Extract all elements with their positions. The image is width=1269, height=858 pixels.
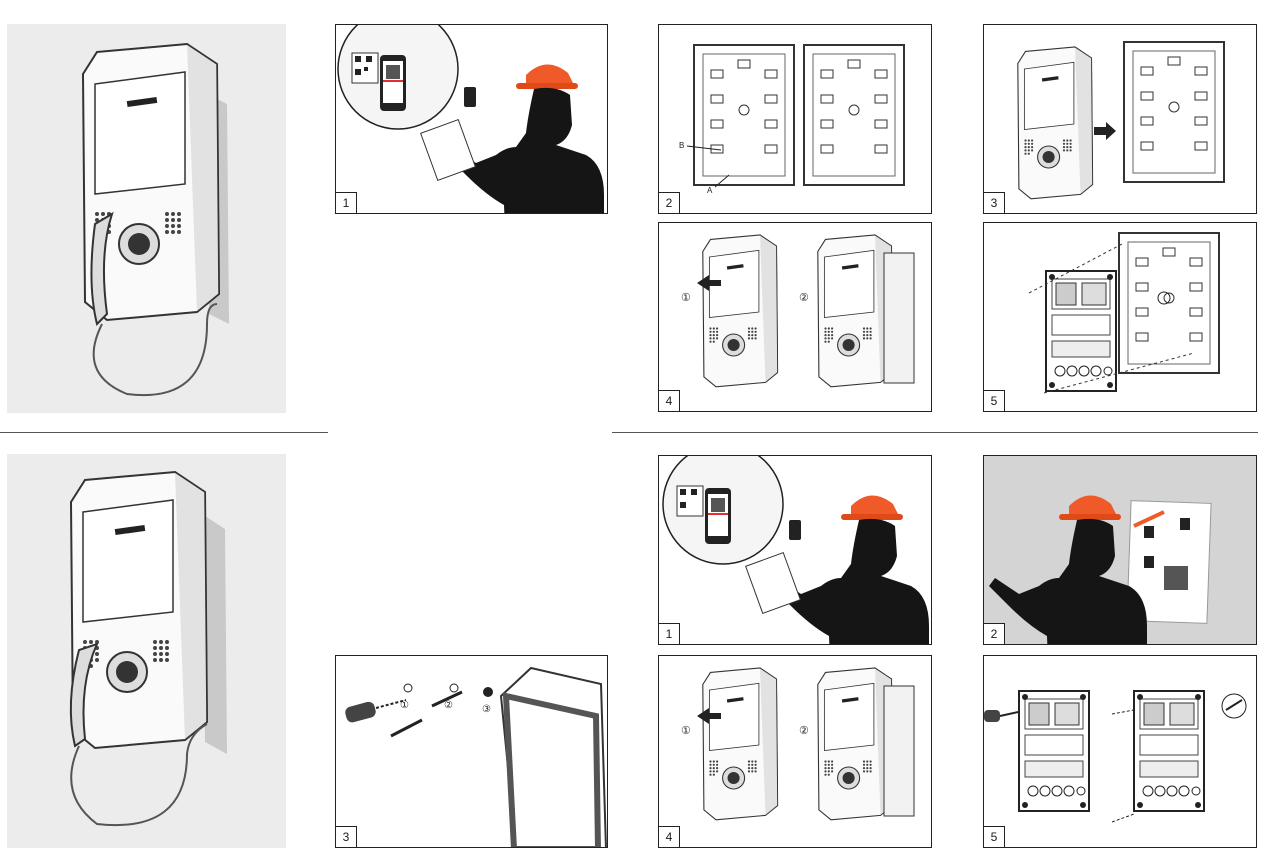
step-number: 1	[336, 192, 357, 213]
step-number: 3	[336, 826, 357, 847]
wallbox-charger-illustration	[69, 471, 227, 827]
marker-1: ①	[400, 700, 409, 711]
scan-qr-illustration	[337, 25, 604, 213]
mark-wall-illustration	[989, 495, 1212, 644]
marker-2: ②	[444, 700, 453, 711]
hero-charger-top	[7, 24, 286, 413]
wallbox-charger-illustration	[82, 43, 229, 397]
step-panel-wall-anchors: ① ② ③ 3	[335, 655, 608, 848]
step-panel-scan-qr: 1	[335, 24, 608, 214]
step-number: 3	[984, 192, 1005, 213]
arrow-right-icon	[1094, 122, 1116, 140]
step-panel-charger-to-frame: 3	[983, 24, 1257, 214]
step-panel-fix-to-frame: 5	[983, 222, 1257, 412]
divider-left	[0, 432, 328, 433]
step-number: 1	[659, 623, 680, 644]
marker-2: ②	[799, 292, 809, 304]
crosshair-icon	[1157, 291, 1171, 305]
drill-icon	[984, 710, 1019, 722]
marker-2: ②	[799, 725, 809, 737]
marker-1: ①	[681, 725, 691, 737]
marker-3: ③	[482, 704, 491, 715]
step-panel-screw-wallbox: 5	[983, 655, 1257, 848]
arrow-left-icon	[697, 708, 721, 724]
screw-wallbox-illustration	[984, 690, 1247, 823]
step-panel-scan-qr: 1	[658, 455, 932, 645]
hero-charger-bottom	[7, 454, 286, 848]
fix-to-frame-illustration	[1028, 232, 1220, 394]
step-number: 2	[984, 623, 1005, 644]
step-panel-mark-wall: 2	[983, 455, 1257, 645]
label-a: A	[707, 186, 713, 195]
open-cover-illustration: ① ②	[681, 667, 915, 821]
drill-icon	[345, 699, 407, 723]
step-number: 2	[659, 192, 680, 213]
step-panel-open-cover: ① ② 4	[658, 222, 932, 412]
step-number: 4	[659, 826, 680, 847]
step-panel-open-cover: ① ② 4	[658, 655, 932, 848]
label-b: B	[679, 141, 684, 150]
open-cover-illustration: ① ②	[681, 234, 915, 388]
scan-qr-illustration	[662, 456, 929, 644]
step-panel-mounting-frames: B A 2	[658, 24, 932, 214]
step-number: 5	[984, 826, 1005, 847]
charger-to-frame-illustration	[1017, 41, 1225, 200]
step-number: 4	[659, 390, 680, 411]
marker-1: ①	[681, 292, 691, 304]
divider-right	[612, 432, 1258, 433]
step-number: 5	[984, 390, 1005, 411]
arrow-left-icon	[697, 275, 721, 291]
mounting-frames-illustration: B A	[679, 44, 905, 195]
wall-anchors-illustration: ① ② ③	[345, 666, 607, 847]
